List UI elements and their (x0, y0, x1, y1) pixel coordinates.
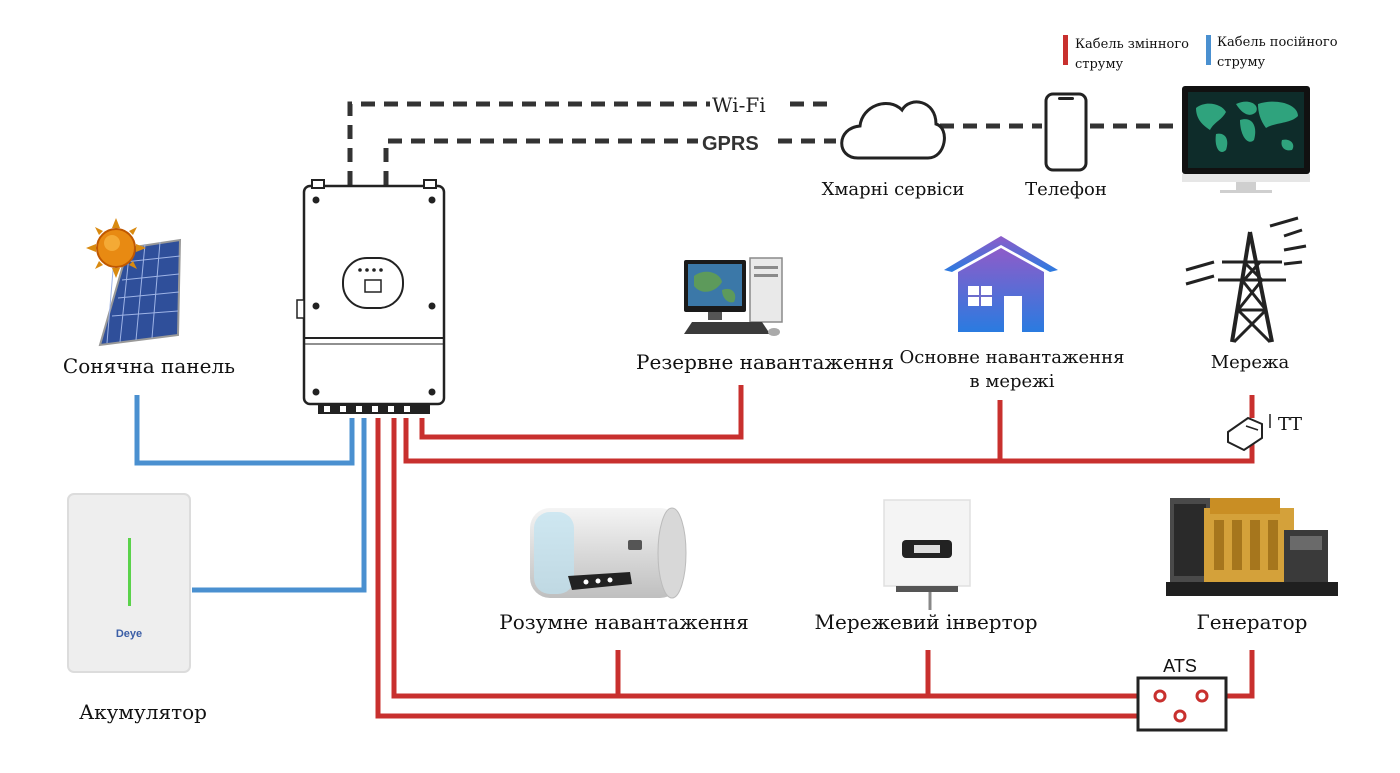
backup-load-icon (684, 257, 783, 336)
phone-label: Телефон (1025, 179, 1107, 200)
gprs-line (383, 138, 698, 185)
generator-icon (1166, 498, 1338, 596)
ac-cable-grid (403, 418, 1255, 464)
monitor-icon (1182, 86, 1310, 193)
ct-label: ТТ (1278, 414, 1303, 435)
legend-dc-swatch (1206, 35, 1211, 65)
ac-cable-smart (391, 418, 1160, 699)
legend (1063, 35, 1211, 65)
hybrid-inverter (296, 179, 446, 414)
smart-load-label: Розумне навантаження (499, 610, 749, 634)
wifi-line (347, 101, 710, 185)
ac-cable-backup (419, 385, 744, 440)
phone-icon (1044, 92, 1088, 172)
grid-inverter-icon (883, 499, 971, 610)
wifi-label: Wi-Fi (712, 93, 766, 117)
battery-icon: Deye (67, 493, 191, 673)
ct-sensor-icon (1227, 414, 1271, 452)
ats-switch: ATS (1136, 656, 1228, 732)
solar-panel-label: Сонячна панель (62, 354, 236, 378)
battery-label: Акумулятор (79, 700, 207, 724)
cloud-icon (840, 100, 946, 160)
solar-panel-icon (86, 218, 182, 347)
battery-brand: Deye (116, 628, 142, 640)
grid-label: Мережа (1210, 352, 1290, 373)
grid-inverter-label: Мережевий інвертор (814, 610, 1038, 634)
backup-load-label: Резервне навантаження (636, 350, 894, 374)
ac-cable-gen-ats (375, 418, 1180, 719)
dc-cable-battery (192, 418, 367, 593)
main-load-icon (944, 236, 1058, 332)
gprs-label: GPRS (702, 133, 759, 155)
legend-dc-label: Кабель посійного струму (1217, 35, 1338, 70)
grid-pylon-icon (1185, 216, 1307, 344)
legend-ac-label: Кабель змінного струму (1075, 37, 1189, 72)
smart-load-icon (530, 507, 687, 599)
dc-cable-solar (134, 395, 355, 466)
comm-lines (347, 101, 1180, 185)
generator-label: Генератор (1196, 610, 1308, 634)
legend-ac-swatch (1063, 35, 1068, 65)
main-load-label: Основне навантаження в мережі (899, 347, 1125, 392)
cloud-label: Хмарні сервіси (821, 179, 965, 200)
dc-cables (134, 395, 367, 593)
ats-label: ATS (1163, 656, 1197, 676)
ac-cables (375, 385, 1255, 719)
